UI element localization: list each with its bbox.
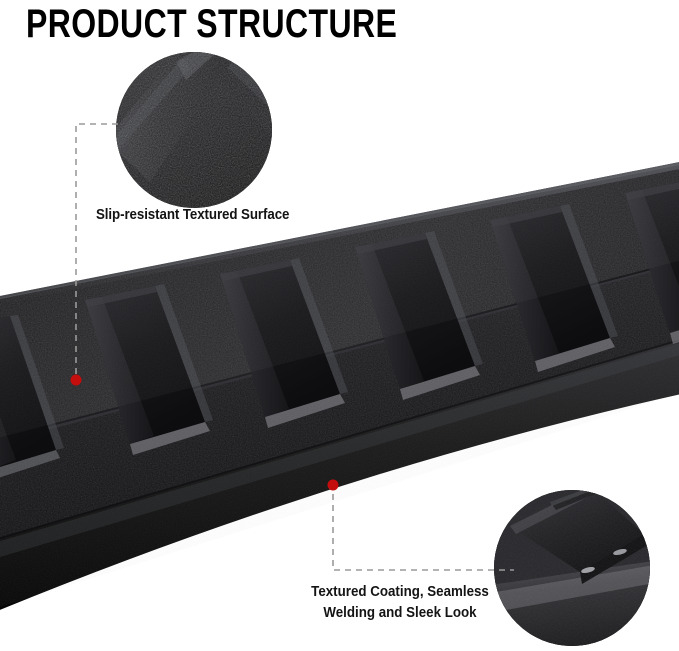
callout-circle-textured-surface [116, 52, 272, 208]
annotation-label-line-2: Welding and Sleek Look [323, 605, 477, 621]
annotation-label-line-1: Textured Coating, Seamless [311, 584, 489, 600]
annotation-label-end-cap-weld: Textured Coating, Seamless Welding and S… [311, 582, 489, 624]
page-title: PRODUCT STRUCTURE [26, 2, 398, 46]
annotation-label-textured-surface: Slip-resistant Textured Surface [96, 207, 290, 223]
callout-circle-end-cap-weld [494, 490, 650, 646]
